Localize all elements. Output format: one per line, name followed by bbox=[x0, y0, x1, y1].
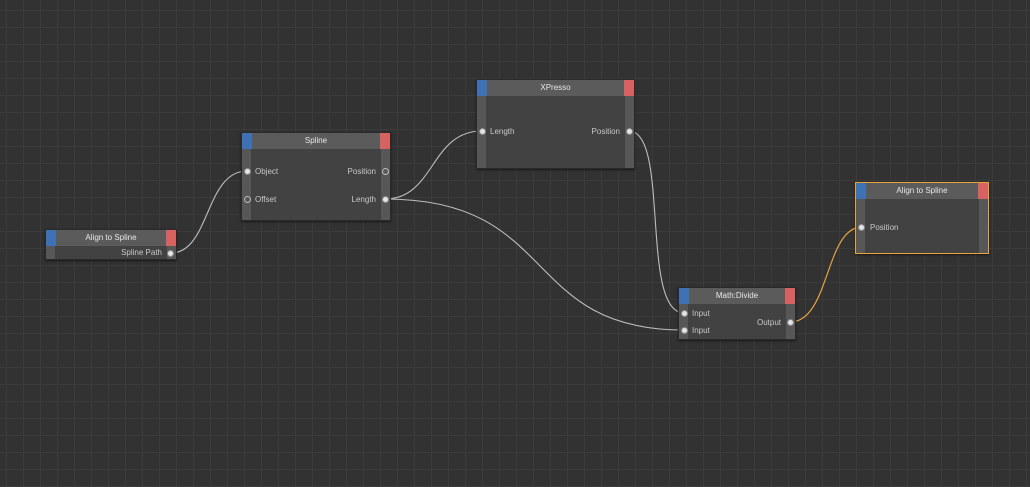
node-xpresso[interactable]: XPresso Length Position bbox=[476, 79, 635, 169]
wire-length-to-xpresso-length[interactable] bbox=[384, 130, 483, 200]
port-label-offset: Offset bbox=[255, 195, 277, 204]
port-label-spline-path: Spline Path bbox=[121, 248, 162, 257]
input-column bbox=[679, 304, 688, 339]
port-position-output[interactable] bbox=[382, 168, 389, 175]
wire-spline-path-to-object[interactable] bbox=[170, 170, 248, 254]
node-spline[interactable]: Spline Object Offset Position Length bbox=[241, 132, 391, 221]
input-column bbox=[242, 149, 251, 220]
output-column bbox=[979, 199, 988, 253]
input-column bbox=[46, 246, 55, 259]
wire-divide-output-to-position[interactable] bbox=[789, 226, 863, 323]
port-label-position: Position bbox=[347, 167, 376, 176]
output-ports-corner[interactable] bbox=[166, 230, 176, 246]
node-header[interactable]: Align to Spline bbox=[856, 183, 988, 199]
port-label-object: Object bbox=[255, 167, 279, 176]
port-position-output[interactable] bbox=[626, 128, 633, 135]
output-column bbox=[381, 149, 390, 220]
port-label-position: Position bbox=[870, 223, 899, 232]
port-output[interactable] bbox=[787, 319, 794, 326]
port-label-input-1: Input bbox=[692, 309, 710, 318]
port-spline-path-output[interactable] bbox=[167, 250, 174, 257]
input-ports-corner[interactable] bbox=[46, 230, 56, 246]
input-ports-corner[interactable] bbox=[679, 288, 689, 304]
node-title: Align to Spline bbox=[896, 186, 948, 195]
port-length-input[interactable] bbox=[479, 128, 486, 135]
wire-length-to-divide-input-2[interactable] bbox=[384, 198, 685, 331]
port-label-length: Length bbox=[490, 127, 515, 136]
port-label-output: Output bbox=[756, 318, 781, 327]
input-ports-corner[interactable] bbox=[856, 183, 866, 199]
node-header[interactable]: XPresso bbox=[477, 80, 634, 96]
node-title: XPresso bbox=[540, 83, 571, 92]
port-label-input-2: Input bbox=[692, 326, 710, 335]
output-ports-corner[interactable] bbox=[624, 80, 634, 96]
port-input-1[interactable] bbox=[681, 310, 688, 317]
node-header[interactable]: Math:Divide bbox=[679, 288, 795, 304]
input-ports-corner[interactable] bbox=[477, 80, 487, 96]
node-title: Align to Spline bbox=[85, 233, 137, 242]
node-header[interactable]: Spline bbox=[242, 133, 390, 149]
port-offset-input[interactable] bbox=[244, 196, 251, 203]
node-title: Math:Divide bbox=[715, 291, 759, 300]
node-math-divide[interactable]: Math:Divide Input Input Output bbox=[678, 287, 796, 340]
node-align-to-spline-source[interactable]: Align to Spline Spline Path bbox=[45, 229, 177, 260]
wire-xpresso-position-to-divide-input-1[interactable] bbox=[628, 130, 685, 314]
node-align-to-spline-target[interactable]: Align to Spline Position bbox=[855, 182, 989, 254]
port-label-position: Position bbox=[591, 127, 620, 136]
output-ports-corner[interactable] bbox=[785, 288, 795, 304]
port-position-input[interactable] bbox=[858, 224, 865, 231]
port-label-length: Length bbox=[351, 195, 376, 204]
port-input-2[interactable] bbox=[681, 327, 688, 334]
node-title: Spline bbox=[304, 136, 328, 145]
output-ports-corner[interactable] bbox=[978, 183, 988, 199]
port-length-output[interactable] bbox=[382, 196, 389, 203]
output-ports-corner[interactable] bbox=[380, 133, 390, 149]
input-ports-corner[interactable] bbox=[242, 133, 252, 149]
port-object-input[interactable] bbox=[244, 168, 251, 175]
node-header[interactable]: Align to Spline bbox=[46, 230, 176, 246]
